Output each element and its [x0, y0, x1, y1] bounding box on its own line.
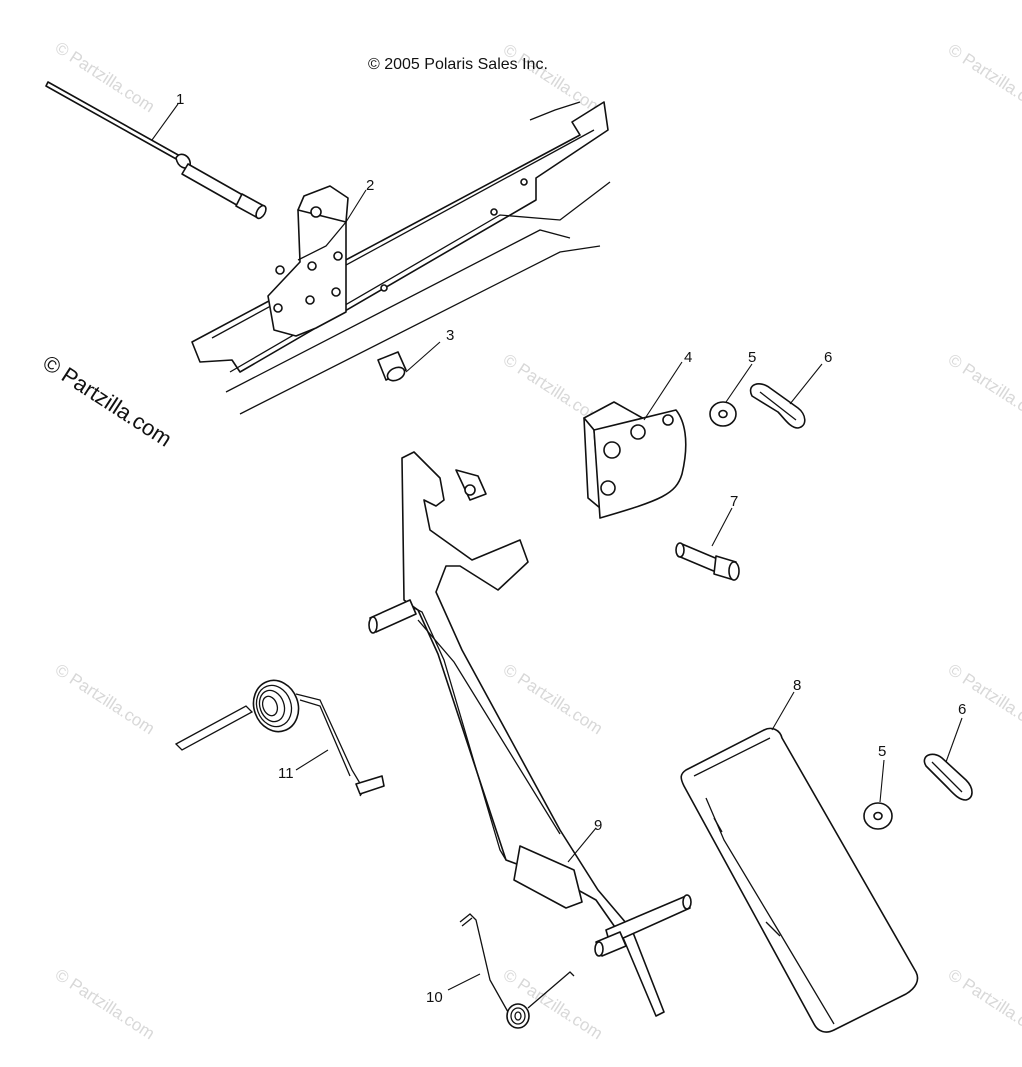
- callout-4: 4: [684, 349, 692, 366]
- part-2-frame-bracket: [191, 101, 611, 415]
- callout-7: 7: [730, 493, 738, 510]
- callout-labels: 1 2 3 4 5 6 7 8 5 6 9 10 11: [176, 91, 966, 1006]
- part-5-washer-lower: [863, 802, 893, 830]
- callout-11: 11: [278, 765, 294, 782]
- callout-8: 8: [793, 677, 801, 694]
- part-7-bolt: [675, 542, 740, 581]
- callout-9: 9: [594, 817, 602, 834]
- part-9-pedal-arm: [368, 451, 692, 1017]
- callout-6: 6: [824, 349, 832, 366]
- part-5-washer-upper: [709, 401, 737, 427]
- leader-lines: [151, 103, 963, 991]
- callout-3: 3: [446, 327, 454, 344]
- callout-2: 2: [366, 177, 374, 194]
- callout-6: 6: [958, 701, 966, 718]
- callout-5: 5: [748, 349, 756, 366]
- callout-1: 1: [176, 91, 184, 108]
- part-6-clip-lower: [923, 753, 973, 801]
- callout-5: 5: [878, 743, 886, 760]
- part-1-rod: [45, 81, 267, 220]
- part-6-clip-upper: [749, 383, 806, 429]
- part-3-bushing: [377, 351, 407, 382]
- part-10-small-spring: [459, 913, 575, 1029]
- part-8-pedal-pad: [680, 727, 919, 1033]
- copyright-notice: © 2005 Polaris Sales Inc.: [368, 56, 548, 73]
- part-4-block: [583, 401, 687, 519]
- callout-10: 10: [426, 989, 443, 1006]
- part-11-large-spring: [174, 679, 385, 797]
